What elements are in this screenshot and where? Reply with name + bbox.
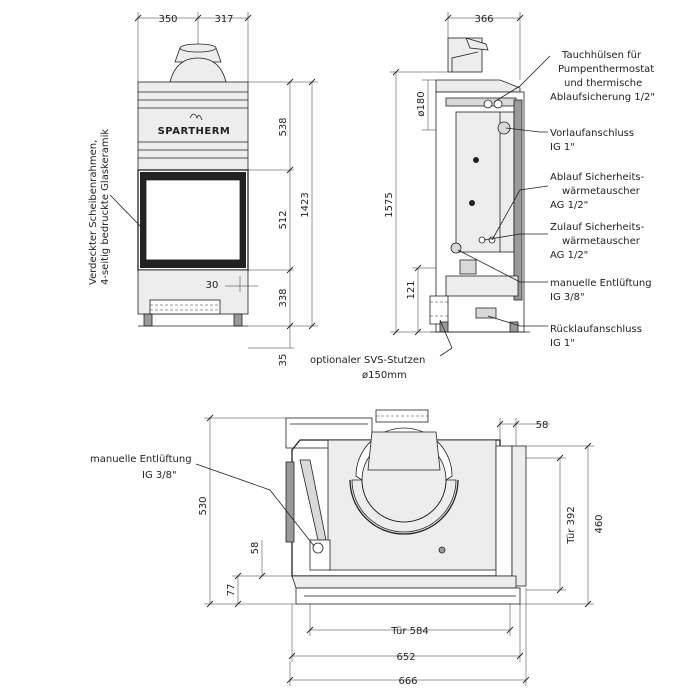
dim-front-upper-height: 538	[278, 117, 289, 136]
flow-connection-icon	[497, 121, 511, 135]
side-heat-exchanger	[455, 111, 515, 253]
dim-plan-door-depth: Tür 392	[566, 506, 577, 544]
return-connection-icon	[475, 307, 497, 319]
side-view: 366 1575 ø180 121 Tauchhülsen für Pumpen…	[310, 12, 655, 381]
callout-drain-exchanger: Ablauf Sicherheits- wärmetauscher AG 1/2…	[550, 172, 645, 211]
plan-vent-note-line2: IG 3/8"	[142, 470, 177, 481]
plan-view: manuelle Entlüftung IG 3/8" 58 530 58 77	[90, 409, 605, 687]
dim-plan-left-depth: 530	[198, 496, 209, 515]
glass-note-line1: Verdeckter Scheibenrahmen,	[88, 140, 99, 285]
stub-note-line1: optionaler SVS-Stutzen	[310, 355, 425, 366]
front-hood	[137, 81, 249, 171]
leader-stub	[439, 319, 453, 357]
plan-vent-leader	[195, 463, 315, 547]
dim-plan-right-depth: 460	[594, 514, 605, 533]
dim-front-stub: 35	[278, 354, 289, 367]
svg-text:und thermische: und thermische	[564, 78, 642, 89]
dim-side-top-width: 366	[474, 14, 493, 25]
callout-inlet-exchanger: Zulauf Sicherheits- wärmetauscher AG 1/2…	[550, 222, 645, 261]
svg-text:Zulauf Sicherheits-: Zulauf Sicherheits-	[550, 222, 645, 233]
leader-vent	[457, 249, 548, 283]
callout-flow: Vorlaufanschluss IG 1"	[550, 128, 634, 153]
front-glass-panel	[146, 180, 240, 260]
svg-text:Rücklaufanschluss: Rücklaufanschluss	[550, 324, 642, 335]
brand-label: SPARTHERM	[158, 126, 231, 137]
svg-text:IG 1": IG 1"	[550, 142, 575, 153]
flame-logo-icon	[189, 113, 203, 121]
glass-note-line2: 4-seitig bedruckte Glaskeramik	[100, 129, 111, 285]
plan-door-frame	[299, 459, 327, 541]
dim-front-right-width: 317	[214, 14, 233, 25]
leader-drain	[491, 185, 549, 241]
dim-side-total-height: 1575	[384, 192, 395, 217]
side-optional-stub	[429, 295, 449, 325]
svg-text:IG 1": IG 1"	[550, 338, 575, 349]
dim-front-total-height: 1423	[300, 192, 311, 217]
dim-plan-left-bottom: 77	[226, 584, 237, 597]
leader-return	[487, 315, 548, 327]
front-flue-dome	[169, 57, 227, 83]
callout-return: Rücklaufanschluss IG 1"	[550, 324, 642, 349]
svg-text:Ablauf Sicherheits-: Ablauf Sicherheits-	[550, 172, 645, 183]
side-top-hood	[435, 79, 521, 93]
svg-text:AG 1/2": AG 1/2"	[550, 200, 588, 211]
stub-note-line2: ø150mm	[362, 370, 407, 381]
dim-plan-left-small: 58	[250, 542, 261, 555]
leader-immersion-sleeves	[493, 55, 551, 103]
front-view: SPARTHERM 350 317	[88, 12, 318, 366]
svg-text:wärmetauscher: wärmetauscher	[562, 236, 641, 247]
dim-plan-width-666: 666	[398, 676, 417, 687]
dim-plan-width-652: 652	[396, 652, 415, 663]
glass-note-leader	[109, 194, 147, 233]
svg-text:Tauchhülsen für: Tauchhülsen für	[561, 50, 642, 61]
dim-front-lower-height: 338	[278, 288, 289, 307]
leader-flow	[505, 127, 548, 133]
svg-text:wärmetauscher: wärmetauscher	[562, 186, 641, 197]
dim-front-offset: 30	[206, 280, 219, 291]
svg-text:Pumpenthermostat: Pumpenthermostat	[558, 64, 654, 75]
svg-text:Ablaufsicherung 1/2": Ablaufsicherung 1/2"	[550, 92, 655, 103]
dim-side-flue-diameter: ø180	[416, 91, 427, 116]
dim-plan-door-width: Tür 584	[390, 626, 428, 637]
dim-front-left-width: 350	[158, 14, 177, 25]
leader-inlet	[483, 233, 548, 241]
plan-vent-note-line1: manuelle Entlüftung	[90, 454, 192, 465]
front-foot-left	[143, 313, 153, 327]
dim-side-lower: 121	[406, 280, 417, 299]
svg-text:AG 1/2": AG 1/2"	[550, 250, 588, 261]
dim-front-glass-height: 512	[278, 210, 289, 229]
dim-plan-right-offset: 58	[536, 420, 549, 431]
front-flue-top	[179, 43, 217, 53]
callout-manual-vent: manuelle Entlüftung IG 3/8"	[550, 278, 652, 303]
callout-immersion-sleeves: Tauchhülsen für Pumpenthermostat und the…	[550, 50, 655, 103]
svg-text:Vorlaufanschluss: Vorlaufanschluss	[550, 128, 634, 139]
plan-right-panel	[511, 445, 527, 587]
svg-text:manuelle Entlüftung: manuelle Entlüftung	[550, 278, 652, 289]
svg-text:IG 3/8": IG 3/8"	[550, 292, 585, 303]
front-foot-right	[233, 313, 243, 327]
